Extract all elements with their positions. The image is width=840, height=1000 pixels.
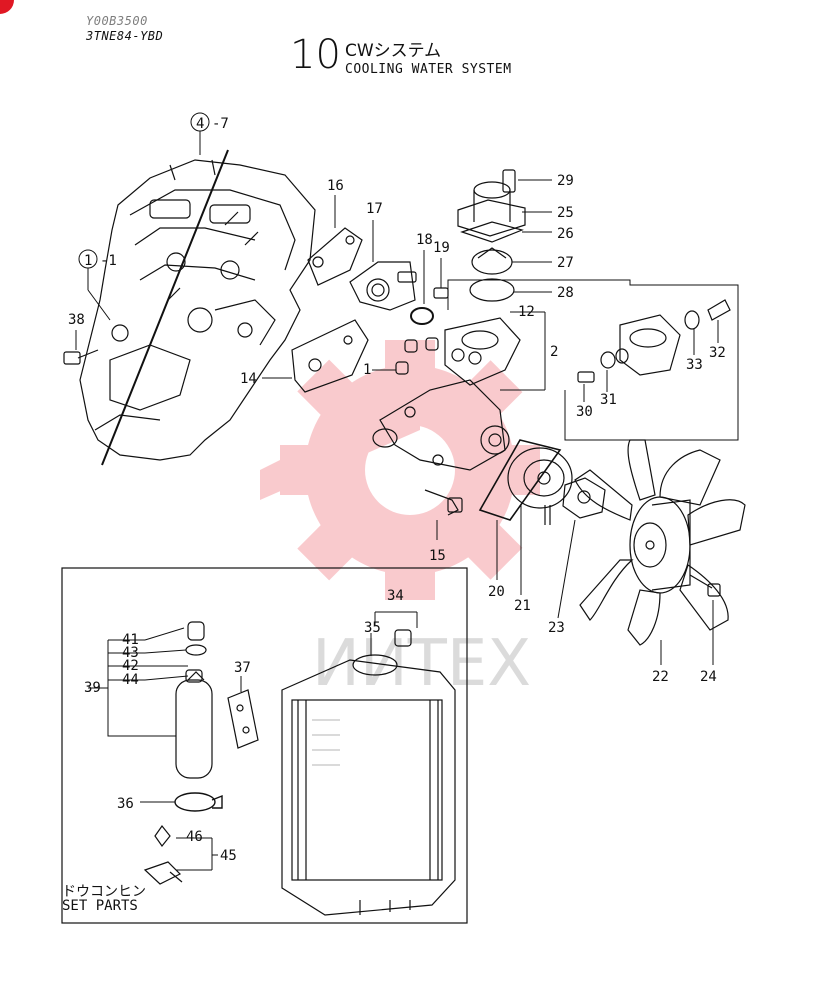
part-number-label: 25	[557, 205, 574, 221]
part-number-label: 42	[122, 658, 139, 674]
part-number-label: 16	[327, 178, 344, 194]
part-number-label: 35	[364, 620, 381, 636]
part-number-label: 18	[416, 232, 433, 248]
drain-plug	[63, 349, 99, 365]
hose-clamp	[143, 824, 183, 885]
part-number-label: 30	[576, 404, 593, 420]
part-number-label: 44	[122, 672, 139, 688]
section-number: 10	[290, 32, 341, 78]
part-number-label: 26	[557, 226, 574, 242]
bolt-24	[689, 574, 721, 597]
part-number-label: 37	[234, 660, 251, 676]
part-number-label: 45	[220, 848, 237, 864]
thermostat-cover	[457, 169, 526, 302]
part-number-label: 39	[84, 680, 101, 696]
pulley	[507, 447, 573, 509]
sub-assembly-frame	[447, 279, 739, 441]
set-parts-caption: SET PARTS	[62, 898, 138, 914]
section-cut-line	[101, 149, 229, 466]
model-code-upper: Y00B3500	[86, 14, 148, 28]
part-number-label: 15	[429, 548, 446, 564]
gasket-14	[291, 319, 369, 393]
bolt-15	[424, 489, 463, 516]
part-number-label: 22	[652, 669, 669, 685]
o-ring	[410, 307, 434, 325]
fan-spacer	[544, 477, 606, 525]
part-number-label: 23	[548, 620, 565, 636]
title-english: COOLING WATER SYSTEM	[345, 62, 512, 77]
title-japanese: CWシステム	[345, 41, 442, 61]
part-number-label: 28	[557, 285, 574, 301]
bolt-19	[433, 287, 449, 299]
part-number-label: 4	[196, 116, 204, 132]
part-number-label: 31	[600, 392, 617, 408]
part-number-label: 29	[557, 173, 574, 189]
reservoir-tank	[175, 621, 213, 779]
part-number-label: 33	[686, 357, 703, 373]
v-belt	[478, 439, 562, 521]
outlet-housing	[349, 261, 417, 311]
radiator-core-texture	[312, 719, 340, 766]
part-number-label: 14	[240, 371, 257, 387]
sub-assembly-housing	[577, 299, 731, 383]
part-number-label: 38	[68, 312, 85, 328]
bracket	[227, 689, 259, 749]
cylinder-block-drawing	[79, 159, 316, 461]
part-number-label: 43	[122, 645, 139, 661]
part-number-label: 19	[433, 240, 450, 256]
part-number-label: 32	[709, 345, 726, 361]
part-number-label: 1	[363, 362, 371, 378]
part-number-label: 1	[84, 253, 92, 269]
model-code: 3TNE84-YBD	[86, 29, 164, 43]
part-number-label: 21	[514, 598, 531, 614]
water-pump	[372, 317, 521, 471]
gasket-16	[307, 227, 363, 286]
cooling-fan	[574, 439, 746, 646]
part-number-label: 12	[518, 304, 535, 320]
part-number-label: 36	[117, 796, 134, 812]
part-number-label: 41	[122, 632, 139, 648]
hose-band	[174, 792, 223, 812]
set-parts-caption-jp: ドウコンヒン	[62, 884, 146, 900]
radiator	[281, 629, 456, 916]
part-number-label: 20	[488, 584, 505, 600]
part-number-label: -7	[212, 116, 229, 132]
part-number-label: 17	[366, 201, 383, 217]
set-parts-frame	[61, 567, 468, 924]
watermark-text: ИИТЕХ	[312, 627, 531, 701]
part-number-label: 46	[186, 829, 203, 845]
part-number-label: 27	[557, 255, 574, 271]
part-number-label: 2	[550, 344, 558, 360]
part-number-label: 24	[700, 669, 717, 685]
part-number-label: 34	[387, 588, 404, 604]
watermark-gear	[260, 340, 540, 600]
part-number-label: -1	[100, 253, 117, 269]
